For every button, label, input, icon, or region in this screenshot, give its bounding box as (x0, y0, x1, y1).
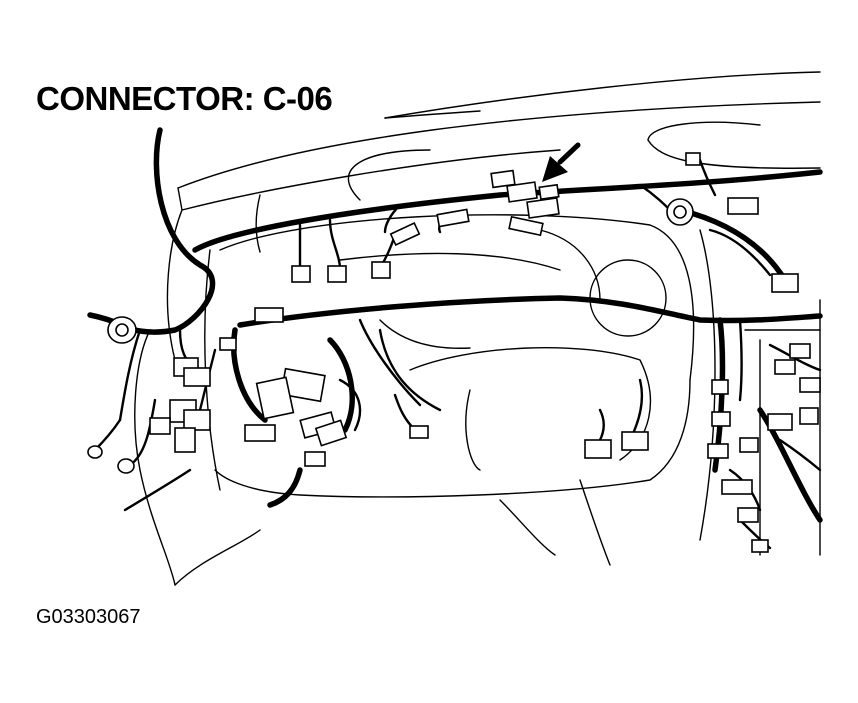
locator-arrow (542, 142, 581, 182)
diagram-title: CONNECTOR: C-06 (36, 80, 333, 117)
grommets (87, 198, 694, 474)
main-wire-harness (87, 127, 823, 523)
title-leader-line (384, 110, 481, 119)
figure-id: G03303067 (36, 606, 141, 628)
connectors (149, 152, 821, 553)
dashboard-outline (134, 71, 821, 586)
